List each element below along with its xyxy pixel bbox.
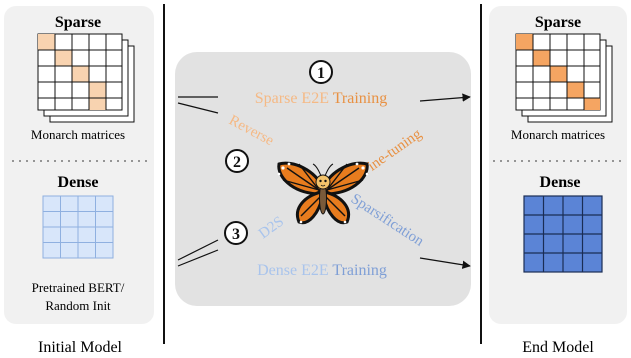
sparse-training-word: Training	[333, 90, 388, 107]
left-dense-matrix-icon	[42, 195, 114, 259]
sparse-e2e-training-label: Sparse E2E Training	[255, 90, 387, 107]
step-2-number: 2	[233, 154, 241, 171]
left-monarch-matrices-icon	[37, 33, 135, 123]
right-monarch-matrices-icon	[515, 33, 613, 123]
right-sparse-title: Sparse	[535, 14, 581, 31]
step-3-badge: 3	[224, 221, 248, 245]
dense-e2e-training-label: Dense E2E Training	[257, 262, 387, 279]
left-dense-caption-1: Pretrained BERT/	[32, 280, 125, 295]
step-3-number: 3	[232, 226, 240, 243]
initial-model-label: Initial Model	[38, 339, 123, 356]
left-sparse-caption: Monarch matrices	[31, 127, 125, 142]
butterfly-icon	[277, 161, 369, 225]
step-1-badge: 1	[309, 60, 333, 84]
left-dense-caption-2: Random Init	[45, 298, 111, 313]
dense-training-word: Training	[332, 262, 387, 279]
right-sparse-caption: Monarch matrices	[511, 127, 605, 142]
step-2-badge: 2	[225, 149, 249, 173]
sparse-e2e-prefix: Sparse E2E	[255, 90, 333, 107]
right-dense-title: Dense	[540, 174, 581, 191]
right-dense-matrix-icon	[523, 195, 603, 273]
left-sparse-title: Sparse	[55, 14, 101, 31]
end-model-label: End Model	[522, 339, 594, 356]
arrow-right-icon	[177, 93, 471, 269]
left-dense-title: Dense	[58, 174, 99, 191]
dense-e2e-prefix: Dense E2E	[257, 262, 332, 279]
step-1-number: 1	[317, 65, 325, 82]
